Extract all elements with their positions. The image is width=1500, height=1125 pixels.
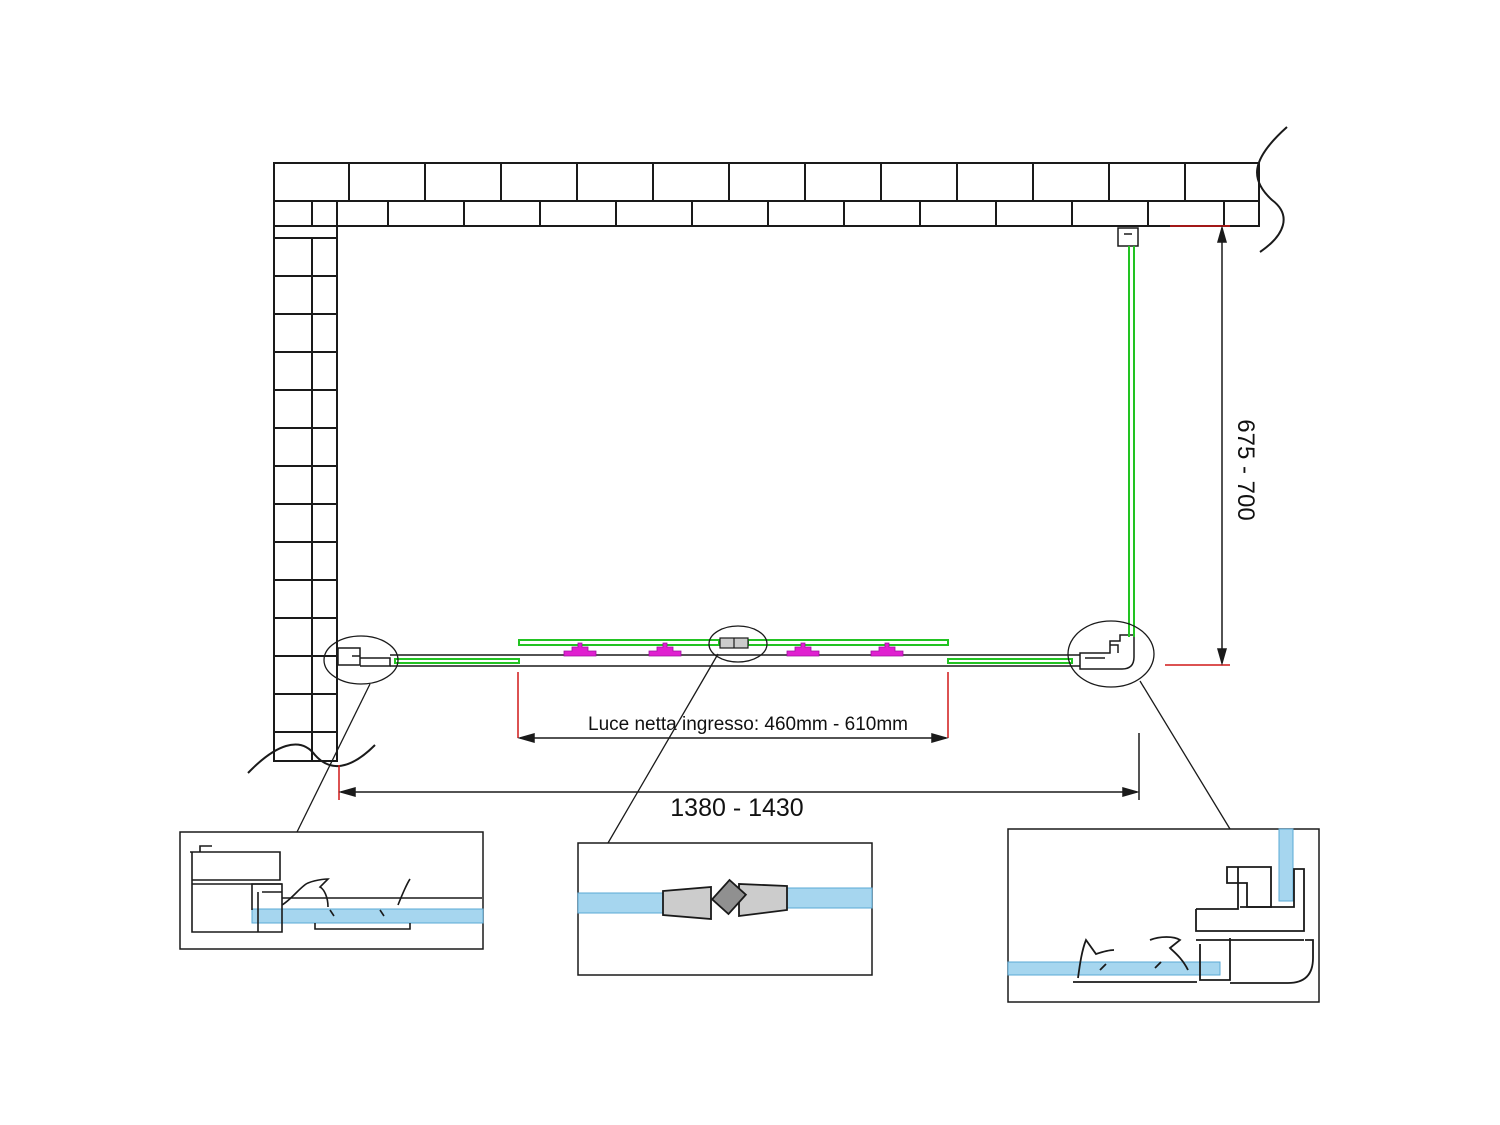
wall-break-right (1256, 126, 1288, 253)
detail-callouts (296, 620, 1231, 844)
dimension-lines (338, 225, 1227, 800)
detail-left-glass (251, 908, 484, 924)
left-wall-profile (337, 647, 391, 667)
roller-icon (786, 642, 820, 657)
left-fixed-glass (394, 658, 520, 664)
top-wall-bricks-row-2 (311, 201, 1225, 226)
magnetic-closure (719, 637, 749, 649)
width-dimension-label: 1380 - 1430 (670, 794, 803, 822)
detail-centre-glass-left (577, 892, 677, 914)
door-rollers (563, 642, 904, 657)
detail-circle-centre (708, 625, 768, 663)
detail-left-wall-profile (179, 831, 484, 950)
roller-icon (870, 642, 904, 657)
roller-icon (648, 642, 682, 657)
sliding-door-left (518, 639, 720, 646)
top-wall-profile (1117, 227, 1139, 247)
detail-right-glass-horizontal (1007, 961, 1221, 976)
detail-right-corner-profile (1007, 828, 1320, 1003)
roller-icon (563, 642, 597, 657)
clear-opening-label: Luce netta ingresso: 460mm - 610mm (588, 714, 908, 735)
top-wall-row-1 (273, 162, 1260, 202)
right-fixed-glass (947, 658, 1073, 664)
detail-magnetic-closure (577, 842, 873, 976)
top-wall-bricks-row-1 (348, 163, 1186, 201)
depth-dimension-label: 675 - 700 (1232, 419, 1259, 520)
wall-break-bottom (247, 743, 376, 774)
right-corner-profile (1079, 634, 1135, 670)
brick-wall (247, 126, 1288, 774)
detail-circle-right (1067, 620, 1155, 688)
left-wall (273, 200, 338, 762)
detail-right-glass-vertical (1278, 828, 1294, 902)
glass-panels (394, 246, 1135, 664)
top-wall-row-2 (273, 200, 1260, 227)
detail-circle-left (323, 635, 399, 685)
sliding-door-right (747, 639, 949, 646)
enclosure-frame (337, 227, 1139, 670)
dimension-ticks (338, 225, 1230, 800)
left-wall-bricks (274, 237, 337, 761)
